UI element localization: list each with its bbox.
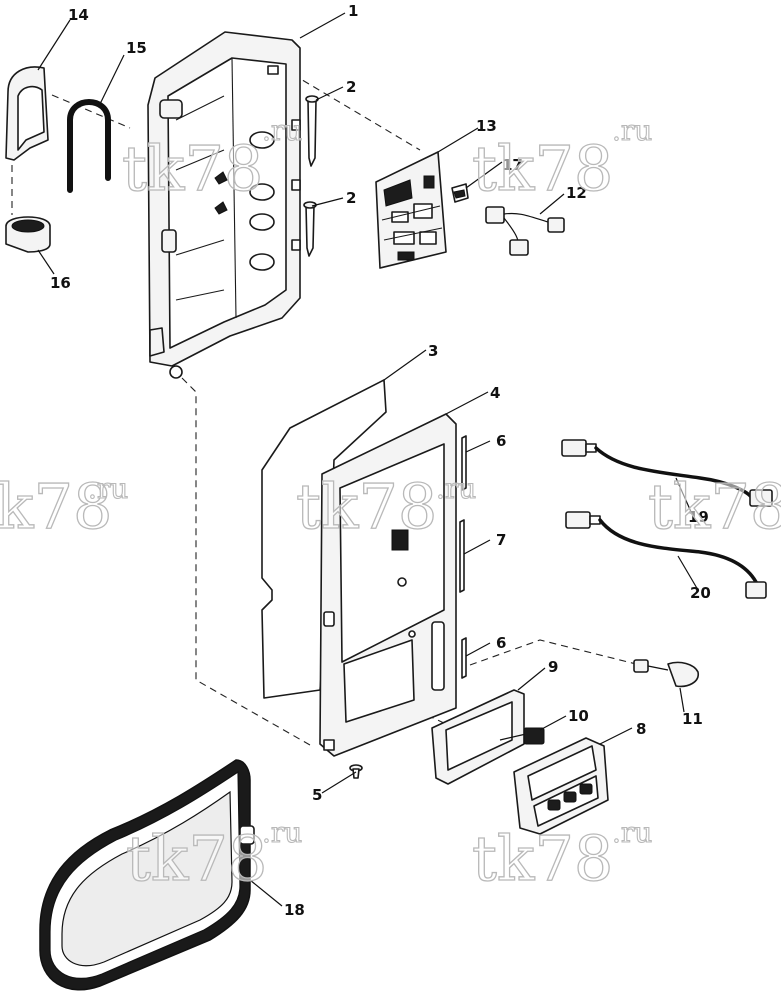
part-11-harness <box>633 659 699 688</box>
part-10-connector <box>499 727 545 745</box>
callout-1: 1 <box>348 2 358 20</box>
part-16-bushing <box>5 216 51 253</box>
watermark-main: k78 <box>0 470 112 543</box>
watermark-sub: .ru <box>88 472 128 505</box>
callout-15: 15 <box>126 39 147 57</box>
part-18-door-gasket <box>39 759 255 991</box>
part-4-front-panel <box>319 413 457 757</box>
callout-4: 4 <box>490 384 500 402</box>
callout-16: 16 <box>50 274 71 292</box>
callout-leaders <box>37 12 699 907</box>
watermark-main: tk78 <box>122 132 263 205</box>
callout-6b: 6 <box>496 634 506 652</box>
part-8-control-module <box>513 737 609 835</box>
part-19-cable <box>561 439 773 507</box>
watermarks: tk78 .ru tk78 .ru k78 .ru tk78 .ru tk78 … <box>0 113 781 895</box>
callout-18: 18 <box>284 901 305 919</box>
callout-12: 12 <box>566 184 587 202</box>
watermark-sub: .ru <box>436 472 476 505</box>
callout-11: 11 <box>682 710 703 728</box>
watermark-main: tk78 <box>648 470 781 543</box>
watermark-main: tk78 <box>472 132 613 205</box>
part-13-control-board <box>375 151 447 269</box>
callout-8: 8 <box>636 720 646 738</box>
part-14-hinge-cover <box>5 66 49 161</box>
part-9-gasket-frame <box>431 689 525 785</box>
callout-9: 9 <box>548 658 558 676</box>
callout-6a: 6 <box>496 432 506 450</box>
watermark-main: tk78 <box>296 470 437 543</box>
callout-10: 10 <box>568 707 589 725</box>
callout-2a: 2 <box>346 78 356 96</box>
callout-7: 7 <box>496 531 506 549</box>
watermark-sub: .ru <box>262 816 302 849</box>
watermark-main: tk78 <box>126 822 267 895</box>
callout-14: 14 <box>68 6 89 24</box>
callout-17: 17 <box>502 156 523 174</box>
part-20-cable <box>565 511 767 599</box>
callout-19: 19 <box>688 508 709 526</box>
watermark-sub: .ru <box>612 816 652 849</box>
watermark-sub: .ru <box>262 114 302 147</box>
callout-2b: 2 <box>346 189 356 207</box>
part-6-7-trim-strips <box>459 435 467 679</box>
part-2-screws <box>303 95 319 257</box>
callout-5: 5 <box>312 786 322 804</box>
part-1-dispenser-housing <box>147 31 301 379</box>
watermark-main: tk78 <box>472 822 613 895</box>
callout-labels: 1 2 2 3 4 5 6 6 7 8 9 10 11 12 13 14 15 … <box>50 2 711 919</box>
part-15-wire-loop <box>67 99 111 193</box>
part-12-wire-harness <box>485 206 565 256</box>
callout-20: 20 <box>690 584 711 602</box>
part-17-connector <box>451 183 469 203</box>
callout-3: 3 <box>428 342 438 360</box>
watermark-sub: .ru <box>612 114 652 147</box>
part-5-screw <box>349 764 363 779</box>
callout-13: 13 <box>476 117 497 135</box>
